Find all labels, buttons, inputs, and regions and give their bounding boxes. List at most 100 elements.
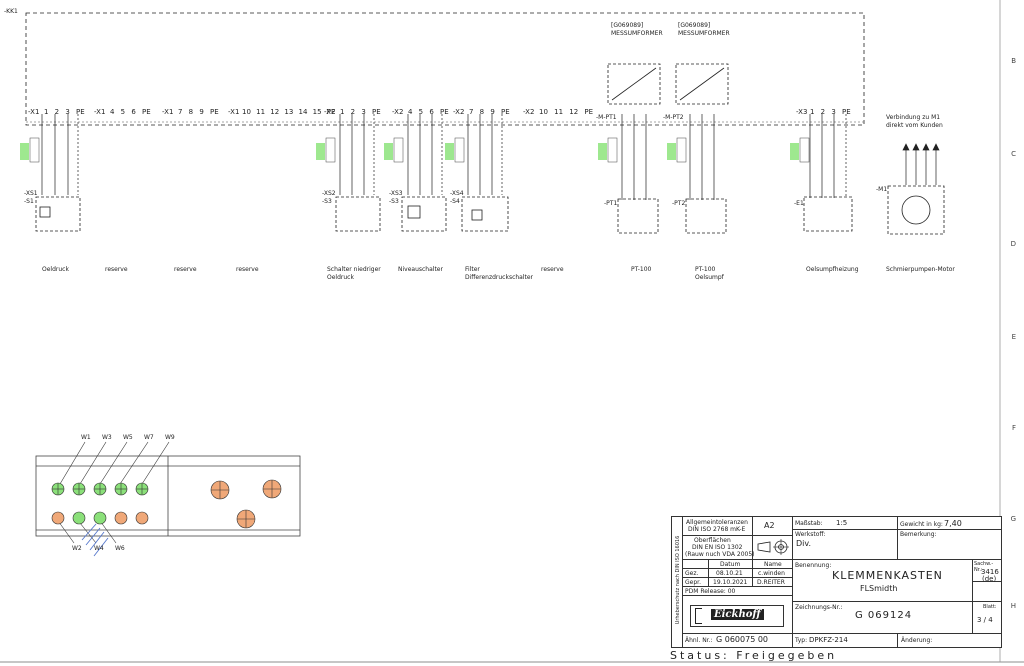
row-letter-e: E (1011, 333, 1016, 341)
terminal-group-nums: 1 2 3 PE (44, 108, 85, 116)
wire-label: W4 (94, 545, 104, 552)
sheet-label: Blatt: (983, 604, 997, 610)
device-tag: -XS2 (322, 190, 336, 197)
description: Oelsumpf (695, 274, 724, 281)
weight-value: 7,40 (944, 519, 962, 528)
wire-label: W7 (144, 434, 154, 441)
transmitter-1-name: MESSUMFORMER (611, 30, 663, 37)
surfaces-line-1: Oberflächen (694, 537, 731, 544)
release-status: Status: Freigegeben (670, 649, 838, 662)
device-tag: -S4 (450, 198, 460, 205)
terminal-box-tag: -KK1 (4, 8, 18, 15)
description: reserve (174, 266, 197, 273)
drawn-date: 08.10.21 (716, 570, 743, 577)
terminal-group-nums: 7 8 9 PE (178, 108, 219, 116)
row-letter-f: F (1011, 424, 1016, 432)
sheet-number: 3 / 4 (977, 616, 993, 624)
drawn-label: Gez. (685, 570, 699, 577)
terminal-group-tag: -X2 (523, 108, 535, 116)
wire-label: W2 (72, 545, 82, 552)
device-tag: -S1 (24, 198, 34, 205)
terminal-group-tag: -X1 (228, 108, 240, 116)
designation-label: Benennung: (795, 562, 832, 569)
description: Oelsumpfheizung (806, 266, 859, 273)
similar-number: G 060075 00 (716, 635, 769, 644)
wire-label: W1 (81, 434, 91, 441)
description: Schalter niedriger (327, 266, 381, 273)
device-tag: -E1 (794, 200, 804, 207)
description: Niveauschalter (398, 266, 443, 273)
terminal-group-nums: 4 5 6 PE (408, 108, 449, 116)
pdm-release: PDM Release: 00 (685, 588, 736, 595)
device-tag: -XS4 (450, 190, 464, 197)
checked-label: Gepr. (685, 579, 701, 586)
terminal-group-nums: 4 5 6 PE (110, 108, 151, 116)
drawn-name: c.winden (758, 570, 785, 577)
terminal-group-nums: 7 8 9 PE (469, 108, 510, 116)
surfaces-line-3: (Rauw nuch VDA 2005) (685, 551, 755, 558)
material-label: Werkstoff: (795, 531, 826, 538)
description: Schmierpumpen-Motor (886, 266, 955, 273)
type-value: DPKFZ-214 (809, 636, 848, 644)
terminal-group-nums: 10 11 12 PE (539, 108, 594, 116)
wire-label: W3 (102, 434, 112, 441)
device-tag: -PT2 (672, 200, 686, 207)
terminal-group-tag: -X2 (392, 108, 404, 116)
similar-label: Ähnl. Nr.: (685, 637, 713, 644)
tolerances-line-2: DIN ISO 2768 mK-E (688, 526, 746, 533)
remarks-label: Bemerkung: (900, 531, 937, 538)
logo-bracket-icon (695, 608, 702, 624)
wire-label: W9 (165, 434, 175, 441)
company-logo: Eickhoff (690, 605, 784, 627)
drawing-number-label: Zeichnungs-Nr.: (795, 604, 843, 611)
device-tag: -S3 (389, 198, 399, 205)
customer-note-line-1: Verbindung zu M1 (886, 114, 941, 121)
weight-label: Gewicht in kg: (900, 521, 943, 528)
customer-note-line-2: direkt vom Kunden (886, 122, 943, 129)
device-tag: -S3 (322, 198, 332, 205)
name-header: Name (764, 561, 782, 568)
terminal-group-nums: 1 2 3 PE (810, 108, 851, 116)
terminal-group-tag: -X2 (453, 108, 465, 116)
terminal-group-nums: 10 11 12 13 14 15 PE (242, 108, 336, 116)
pt-tag-2: -M-PT2 (663, 114, 684, 121)
row-letter-d: D (1010, 240, 1016, 248)
paper-format: A2 (764, 521, 775, 530)
title-block: Urheberschutz nach DIN ISO 16016 Allgeme… (671, 516, 1002, 648)
device-tag: -XS1 (24, 190, 38, 197)
checked-name: D.REITER (757, 579, 785, 586)
terminal-group-tag: -X2 (324, 108, 336, 116)
date-header: Datum (720, 561, 741, 568)
scale-label: Maßstab: (795, 520, 823, 527)
description: reserve (105, 266, 128, 273)
item-number-label: Sachw.-Nr.: (974, 561, 994, 573)
wire-label: W5 (123, 434, 133, 441)
description: PT-100 (631, 266, 652, 273)
terminal-group-tag: -X3 (796, 108, 808, 116)
company-name: Eickhoff (711, 609, 764, 620)
device-tag: -M1 (876, 186, 888, 193)
material-value: Div. (796, 539, 812, 548)
copyright-note: Urheberschutz nach DIN ISO 16016 (675, 535, 681, 625)
wire-label: W6 (115, 545, 125, 552)
row-letter-c: C (1011, 150, 1016, 158)
description: Differenzdruckschalter (465, 274, 534, 281)
description: PT-100 (695, 266, 716, 273)
terminal-group-nums: 1 2 3 PE (340, 108, 381, 116)
item-language: (de) (982, 575, 997, 583)
description: Filter (465, 266, 480, 273)
description: Oeldruck (42, 266, 69, 273)
drawing-title: KLEMMENKASTEN (832, 569, 943, 582)
type-label: Typ: (795, 637, 808, 644)
terminal-group-tag: -X1 (28, 108, 40, 116)
row-letter-g: G (1010, 515, 1016, 523)
device-tag: -XS3 (389, 190, 403, 197)
terminal-group-tag: -X1 (94, 108, 106, 116)
transmitter-1-id: [G069089] (611, 22, 644, 29)
pt-tag-1: -M-PT1 (596, 114, 617, 121)
tolerances-line-1: Allgemeintoleranzen (686, 519, 748, 526)
checked-date: 19.10.2021 (713, 579, 748, 586)
projection-symbol-icon (757, 539, 789, 555)
drawing-subtitle: FLSmidth (860, 584, 898, 593)
